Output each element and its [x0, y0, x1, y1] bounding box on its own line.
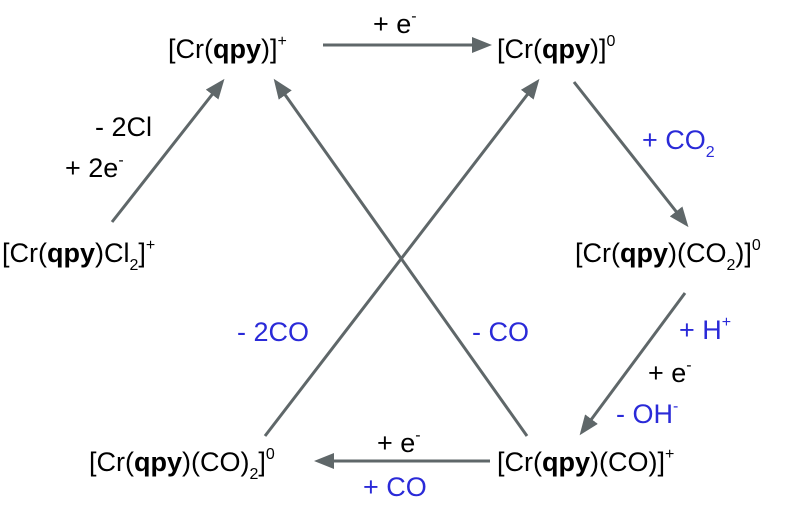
species-cr-qpy-co-2-zero: [Cr(qpy)(CO)2]0 [89, 446, 275, 483]
label-plus-co2: + CO2 [642, 125, 715, 161]
label-bottom-plus-co: + CO [363, 472, 427, 502]
label-minus-2cl: - 2Cl [95, 112, 152, 142]
label-plus-h: + H+ [679, 314, 731, 345]
arrow-dechlorination [110, 78, 225, 223]
species-cr-qpy-zero: [Cr(qpy)]0 [497, 33, 616, 64]
label-right-plus-e: + e- [648, 357, 692, 388]
species-cr-qpy-co2-zero: [Cr(qpy)(CO2)]0 [575, 237, 761, 274]
label-bottom-plus-e: + e- [377, 427, 421, 458]
arrow-co2-binding [572, 81, 689, 228]
label-minus-co: - CO [472, 317, 529, 347]
label-minus-2co: - 2CO [237, 317, 309, 347]
arrow-minus-co [273, 78, 529, 437]
label-plus-2e: + 2e- [65, 152, 124, 183]
label-minus-oh: - OH- [616, 398, 678, 429]
arrows [110, 37, 689, 469]
species-cr-qpy-cl2-plus: [Cr(qpy)Cl2]+ [2, 237, 155, 274]
species-cr-qpy-plus: [Cr(qpy)]+ [168, 33, 287, 64]
arrow-protonation-reduction [579, 292, 687, 436]
label-top-plus-e: + e- [373, 8, 417, 39]
species-cr-qpy-co-plus: [Cr(qpy)(CO)]+ [497, 446, 674, 477]
